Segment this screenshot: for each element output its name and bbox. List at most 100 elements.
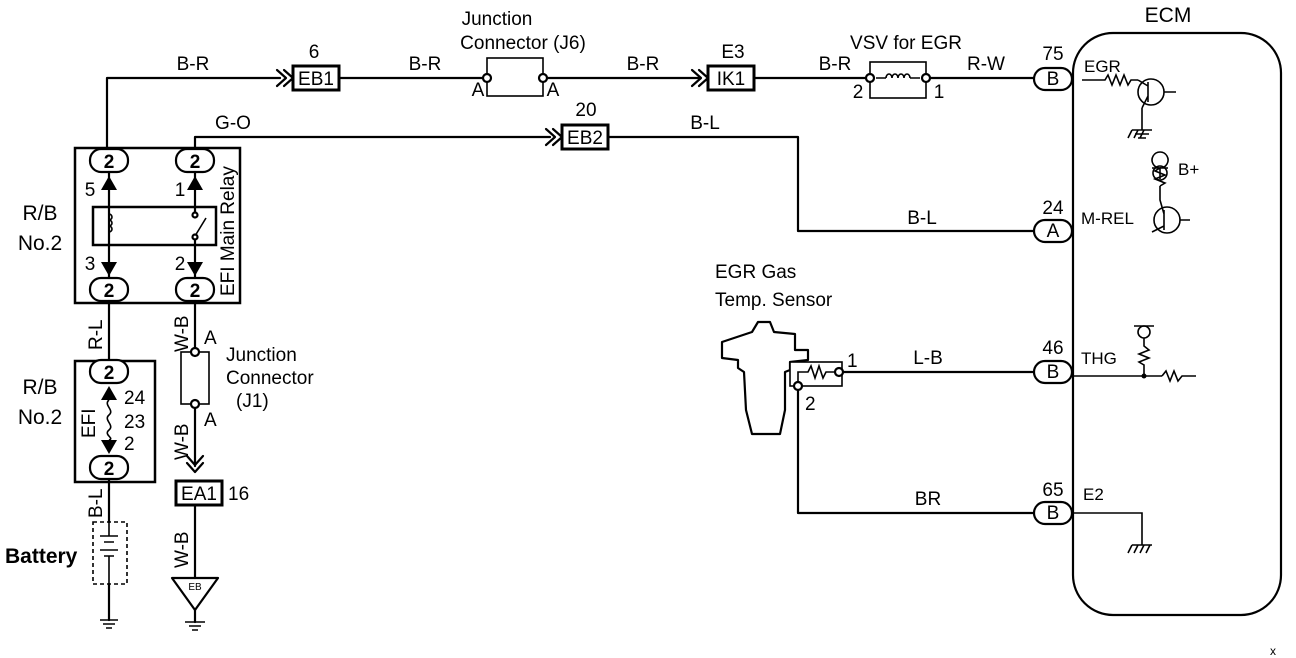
rb-lower-line1: R/B (22, 376, 57, 399)
relay-label-vertical: EFI Main Relay (218, 166, 239, 296)
egr-ground-icon (1127, 129, 1152, 139)
fuse-pin-23: 23 (124, 412, 145, 433)
corner-mark: x (1270, 644, 1276, 658)
relay-conn-bot-right-label: 2 (190, 281, 201, 302)
terminal-name-mrel: M-REL (1081, 209, 1134, 228)
ecm-unit: ECM (1071, 4, 1283, 617)
vsv-coil-icon (876, 73, 920, 79)
terminal-conn-65: B (1047, 503, 1060, 524)
junction-j1 (180, 351, 210, 405)
egr-sensor-body-icon (720, 320, 810, 436)
wire-br-ground (796, 388, 1036, 515)
thg-pullup-resistor (1136, 338, 1152, 376)
terminal-conn-75: B (1047, 69, 1060, 90)
terminal-conn-24: A (1047, 221, 1060, 242)
fuse-pin-24: 24 (124, 388, 146, 409)
rb-upper-line2: No.2 (18, 232, 62, 255)
fuse-conn-top (88, 358, 130, 385)
ground-eb-label: EB (188, 582, 202, 593)
fuse-conn-bot-label: 2 (104, 459, 115, 480)
relay-right-arrow-down (187, 262, 203, 276)
efi-main-relay: 2 2 2 2 5 1 3 2 EFI Main Relay R/B No.2 (18, 146, 242, 305)
wire-label-bl-1: B-L (690, 113, 720, 134)
fuse-arrow-up (101, 386, 117, 400)
mrel-bplus-circle (1152, 165, 1168, 181)
connector-ik1-id: IK1 (717, 69, 746, 90)
connector-ea1-id: EA1 (181, 484, 217, 505)
relay-pin-2: 2 (175, 254, 186, 275)
vsv-pin-2 (864, 72, 876, 84)
ecm-terminal-e2: B 65 E2 (1032, 480, 1152, 554)
bplus-label: B+ (1178, 160, 1199, 179)
vsv-pin-2-label: 2 (853, 82, 864, 103)
connector-chevron-ea1 (185, 454, 205, 474)
egr-vsv-circuit: B-R EB1 6 B-R Junction Connector (J6) A … (105, 9, 1038, 150)
connector-eb2-id: EB2 (567, 128, 603, 149)
fuse-conn-top-label: 2 (104, 363, 115, 384)
relay-conn-top-left-label: 2 (104, 152, 115, 173)
battery-icon (100, 522, 118, 584)
terminal-pill-75 (1032, 66, 1074, 92)
vsv-pin-1-label: 1 (934, 82, 945, 103)
junction-j1-label2: Connector (226, 368, 314, 389)
terminal-name-thg: THG (1081, 349, 1117, 368)
connector-ea1-num: 16 (228, 484, 249, 505)
ground-circuit: W-B A A Junction Connector (J1) W-B EA1 … (170, 299, 314, 631)
thg-resistor (1161, 368, 1196, 384)
connector-ik1-num: E3 (721, 42, 744, 63)
thg-vcc-circle (1137, 325, 1151, 339)
connector-eb1-num: 6 (309, 42, 320, 63)
vsv-body (869, 61, 927, 99)
wire-label-bl-2: B-L (907, 208, 937, 229)
ecm-terminal-egr: B 75 EGR (1032, 44, 1176, 139)
connector-eb1-id: EB1 (298, 69, 334, 90)
junction-j6-pin-a1 (481, 72, 493, 84)
efi-relay-inner (91, 205, 218, 247)
junction-j6-label2: Connector (J6) (460, 33, 586, 54)
junction-j1-pin-a2-label: A (204, 410, 217, 431)
terminal-pin-75: 75 (1042, 44, 1063, 65)
ecm-box (1071, 31, 1283, 617)
connector-eb1 (291, 64, 341, 92)
wire-label-rl: R-L (86, 319, 107, 350)
egr-sensor-label1: EGR Gas (715, 262, 796, 283)
mrel-transistor-leads (1151, 186, 1190, 233)
fuse-arrow-down (101, 440, 117, 454)
wire-label-wb-3: W-B (172, 531, 193, 568)
egr-sensor-thermistor (797, 363, 838, 386)
wire-label-br-2: B-R (409, 54, 442, 75)
wire-label-wb-1: W-B (172, 315, 193, 352)
battery-box (92, 521, 128, 585)
wire-label-br-3: B-R (627, 54, 660, 75)
relay-pin-5: 5 (85, 180, 96, 201)
ecm-terminal-mrel: A 24 M-REL B+ (1032, 151, 1199, 244)
terminal-name-e2: E2 (1083, 485, 1104, 504)
egr-sensor-pin-2-label: 2 (805, 394, 816, 415)
connector-eb2-num: 20 (575, 100, 596, 121)
ecm-terminal-thg: B 46 THG (1032, 325, 1196, 385)
fuse-label-vertical: EFI (79, 408, 100, 438)
egr-sensor-pin-2 (792, 380, 804, 392)
wire-label-br-1: B-R (177, 54, 210, 75)
wire-br-riser (105, 76, 282, 150)
relay-left-arrow-up (101, 176, 117, 190)
vsv-label: VSV for EGR (850, 33, 962, 54)
fuse-pin-2: 2 (124, 434, 135, 455)
egr-sensor-pin-1 (833, 366, 845, 378)
terminal-conn-46: B (1047, 362, 1060, 383)
relay-pin-1: 1 (175, 180, 186, 201)
rb-lower-line2: No.2 (18, 406, 62, 429)
ground-eb-symbol (185, 621, 205, 631)
fuse-element-icon (106, 399, 112, 441)
wire-bl-1 (606, 135, 1036, 233)
mrel-circuit: G-O EB2 20 B-L B-L (193, 100, 1036, 233)
e2-ground-icon (1127, 544, 1152, 554)
relay-right-arrow-up (187, 176, 203, 190)
junction-j1-label3: (J1) (236, 391, 269, 412)
battery-ground-icon (100, 619, 118, 629)
vsv-pin-1 (920, 72, 932, 84)
battery-label: Battery (5, 545, 78, 568)
egr-sensor-label2: Temp. Sensor (715, 290, 833, 311)
connector-ik1 (706, 64, 756, 92)
wire-go (193, 135, 552, 150)
